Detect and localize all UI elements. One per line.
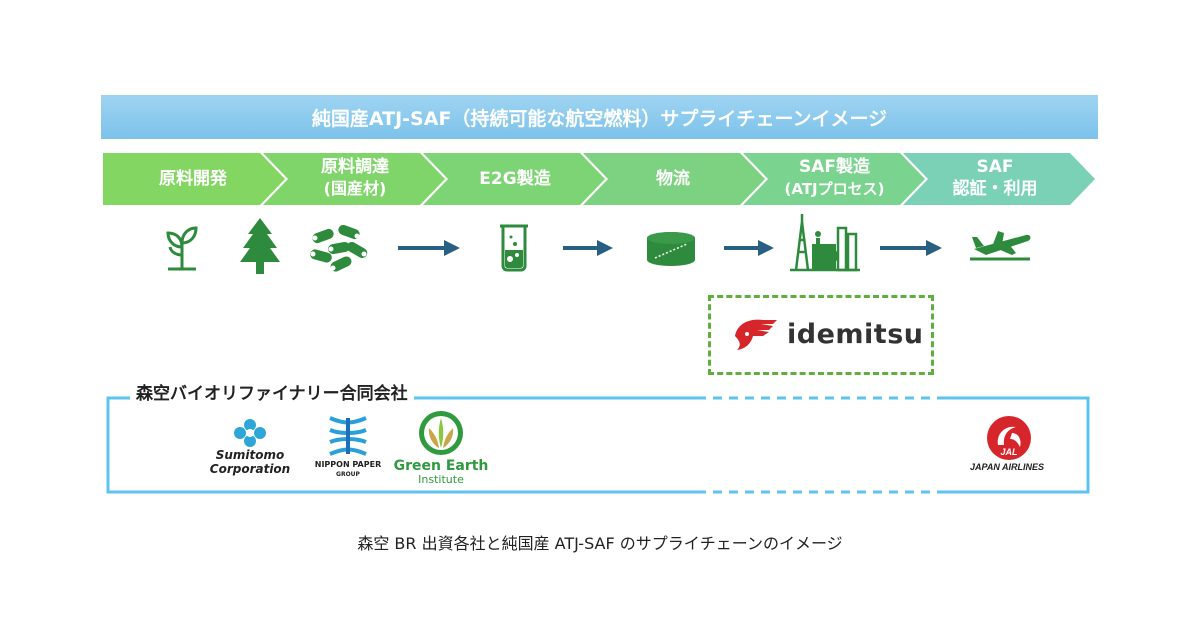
partner-name: idemitsu [787,318,924,350]
nippon-paper-name: NIPPON PAPER GROUP [314,460,382,478]
seedling-icon [166,226,198,271]
refinery-icon [790,214,860,272]
flow-arrow-3 [724,240,774,256]
flow-arrow-2 [563,240,613,256]
partner-dashed-box [708,295,934,375]
step-label-6: SAF 認証・利用 [952,157,1038,199]
tree-icon [240,218,280,274]
sumitomo-logo-icon [234,419,266,447]
figure-caption: 森空 BR 出資各社と純国産 ATJ-SAF のサプライチェーンのイメージ [357,534,843,553]
storage-tank-icon [647,232,695,266]
banner-title: 純国産ATJ-SAF（持続可能な航空燃料）サプライチェーンイメージ [101,95,1098,139]
step-label-1: 原料開発 [159,169,227,189]
consortium-title: 森空バイオリファイナリー合同会社 [130,379,414,404]
wood-pellets-icon [310,225,368,272]
jal-badge-text: JAL [1000,447,1017,457]
idemitsu-apollo-icon [735,319,777,350]
jal-crane-logo-icon: JAL [987,416,1031,460]
airplane-icon [970,231,1031,261]
flow-arrow-4 [880,240,942,256]
flow-arrow-1 [398,240,460,256]
green-earth-name: Green Earth Institute [393,458,489,486]
step-label-2: 原料調達 (国産材) [321,157,389,198]
step-label-4: 物流 [656,169,690,189]
green-earth-logo-icon [419,411,463,455]
nippon-paper-logo-icon [329,416,367,456]
step-label-5: SAF製造 (ATJプロセス) [784,157,885,198]
jal-name: JAPAN AIRLINES [969,462,1044,472]
sumitomo-name: Sumitomo Corporation [209,448,291,476]
idemitsu-logo: idemitsu [733,316,923,352]
step-label-3: E2G製造 [479,169,551,189]
flask-icon [500,224,528,272]
